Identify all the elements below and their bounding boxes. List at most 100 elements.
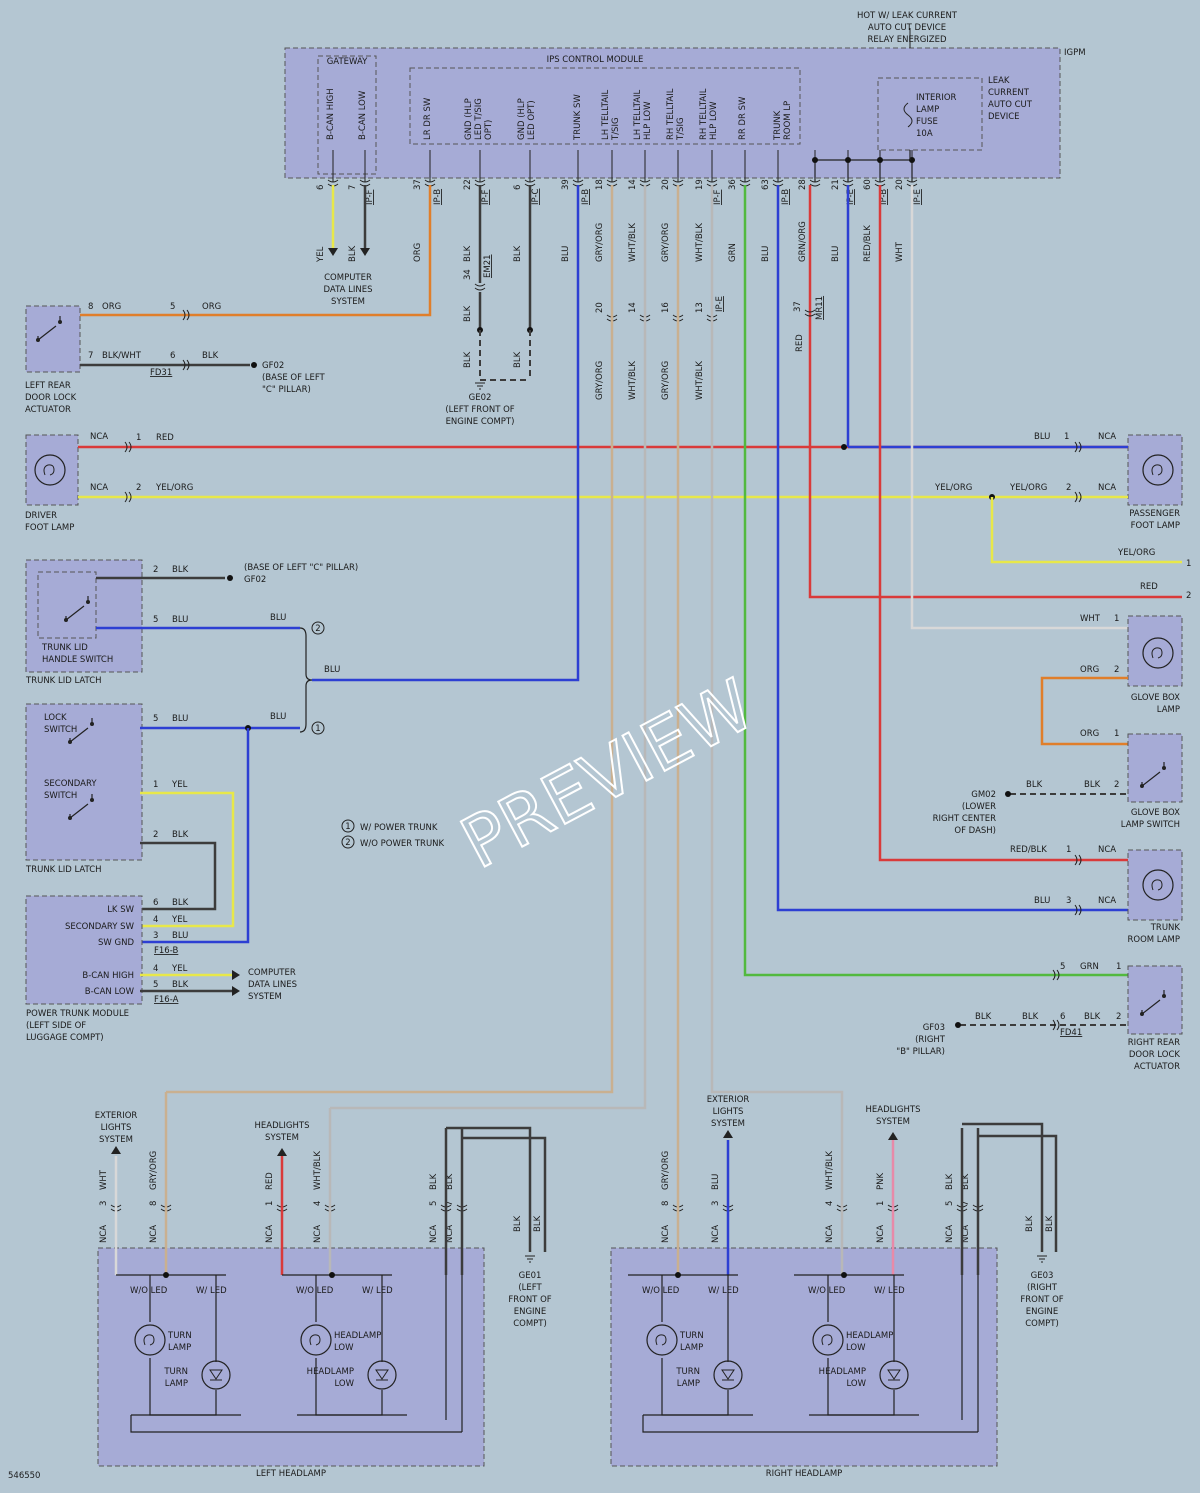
ge03-ground-label: (RIGHT (1027, 1283, 1058, 1293)
connector-mark (1074, 441, 1082, 453)
passenger-foot-lamp (1127, 434, 1183, 506)
pin-number: 20 (895, 179, 905, 190)
lamp-bulb (812, 1324, 844, 1356)
ips-pin-label: B-CAN HIGH (326, 88, 336, 140)
wire-org-lr-dr-sw (80, 185, 432, 317)
wire-color-label: GRY/ORG (149, 1151, 159, 1190)
diagram-id: 546550 (8, 1471, 40, 1481)
pin-number: 2 (1066, 483, 1071, 493)
pin-number: 1 (136, 433, 141, 443)
wire-blk-ge03 (962, 1122, 1044, 1252)
wire-color-label: YEL (171, 780, 188, 790)
computer-data-lines-label: DATA LINES (248, 980, 297, 990)
pin-number: 2 (136, 483, 141, 493)
connector-id: IP-B (581, 189, 591, 205)
driver-foot-lamp-bulb (34, 454, 66, 486)
wire-color-label: BLK (975, 1012, 992, 1022)
headlights-system-label: HEADLIGHTS (866, 1105, 921, 1115)
exterior-lights-label: EXTERIOR (95, 1111, 138, 1121)
passenger-foot-lamp-bulb-filament (1151, 464, 1163, 476)
arrow-icon (888, 1132, 898, 1140)
nca-label: NCA (445, 1225, 455, 1243)
wire-color-label: BLK (945, 1173, 955, 1190)
left-rear-door-lock-label: LEFT REAR (25, 381, 71, 391)
led-variant-label: W/ LED (362, 1286, 393, 1296)
pin-number: 14 (628, 302, 638, 313)
lamp-bulb-filament (821, 1334, 833, 1346)
pin-number: 60 (863, 179, 873, 190)
pin-number: 7 (88, 351, 93, 361)
variant-brace (299, 627, 313, 733)
pin-number: 7 (961, 1201, 971, 1206)
wire-color-label: ORG (413, 243, 423, 262)
pin-number: 1 (153, 780, 158, 790)
wire-color-label: BLK (172, 565, 189, 575)
trunk-lid-handle-switch-label: TRUNK LID (41, 643, 88, 653)
wire-color-label: WHT (895, 241, 905, 262)
secondary-switch-label: SECONDARY (44, 779, 97, 789)
connector-mark (1052, 969, 1060, 981)
note-circle (341, 819, 355, 833)
pin-number: 14 (628, 179, 638, 190)
wire-color-label: BLK (348, 245, 358, 262)
ips-pin-label: RH TELLTAIL (699, 88, 709, 140)
passenger-foot-lamp-label: FOOT LAMP (1131, 521, 1180, 531)
wire-color-label: BLK (463, 245, 473, 262)
power-trunk-pin-label: SW GND (98, 938, 134, 948)
power-trunk-module-label: LUGGAGE COMPT) (26, 1033, 104, 1043)
wire-color-label: GRN (728, 243, 738, 262)
wire-redblk-trunk-room (878, 185, 1128, 862)
wire-color-label: BLK (1022, 1012, 1039, 1022)
right-headlamp (610, 1247, 998, 1467)
interior-lamp-fuse-label: LAMP (916, 105, 939, 115)
pin-number: 1 (1066, 845, 1071, 855)
ground-point (955, 1022, 961, 1028)
connector-id: IP-E (913, 189, 923, 205)
passenger-foot-lamp-bulb (1142, 454, 1174, 486)
wire-yelorg-offpage (990, 497, 1182, 564)
lamp-label: HEADLAMP (334, 1331, 381, 1341)
exterior-lights-label: LIGHTS (101, 1123, 132, 1133)
wire-blk-lock-gnd (140, 841, 217, 911)
lamp-label: LOW (334, 1343, 354, 1353)
ips-pin-label: LH TELLTAIL (601, 89, 611, 140)
connector-id: IP-C (531, 188, 541, 205)
ips-pin-label: LED T/SIG (474, 98, 484, 140)
wire-whtblk-lh-low (330, 185, 647, 1110)
wire-color-label: YEL (171, 915, 188, 925)
wire-color-label: RED/BLK (863, 225, 873, 262)
pin-number: 2 (153, 830, 158, 840)
ge03-ground-label: COMPT) (1025, 1319, 1059, 1329)
variant-ref: 1 (315, 724, 320, 734)
glove-box-lamp-switch-label: GLOVE BOX (1131, 808, 1180, 818)
wire-color-label: BLU (172, 714, 188, 724)
exterior-lights-label: EXTERIOR (707, 1095, 750, 1105)
preview-watermark: PREVIEW (448, 664, 766, 885)
arrow-icon (232, 970, 240, 980)
gf03-ground-label: GF03 (923, 1023, 945, 1033)
gnd-return-bus (130, 1415, 462, 1433)
wire-whtblk-rh-low (710, 185, 844, 1275)
gf02-ground-label: (BASE OF LEFT (262, 373, 326, 383)
exterior-lights-label: LIGHTS (713, 1107, 744, 1117)
lamp-bulb (646, 1324, 678, 1356)
trunk-lid-handle-switch-label: HANDLE SWITCH (42, 655, 113, 665)
nca-label: NCA (961, 1225, 971, 1243)
pin-number: 8 (661, 1201, 671, 1206)
ips-pin-label: RR DR SW (738, 96, 748, 140)
pin-number: 1 (1114, 729, 1119, 739)
note-text: W/O POWER TRUNK (360, 839, 445, 849)
splice-dot (841, 1272, 847, 1278)
lamp-label: TURN (675, 1367, 700, 1377)
pin-number: 1 (1114, 614, 1119, 624)
wire-color-label: BLK (445, 1173, 455, 1190)
wire-yel-secondary (140, 791, 235, 928)
nca-label: NCA (825, 1225, 835, 1243)
wire-color-label: GRY/ORG (595, 361, 605, 400)
connector-mark (474, 283, 486, 291)
ge01-ground-symbol (525, 1255, 535, 1263)
nca-label: NCA (945, 1225, 955, 1243)
trunk-lid-latch-label: TRUNK LID LATCH (25, 865, 102, 875)
wire-grn-rr-dr-sw (743, 185, 1128, 977)
